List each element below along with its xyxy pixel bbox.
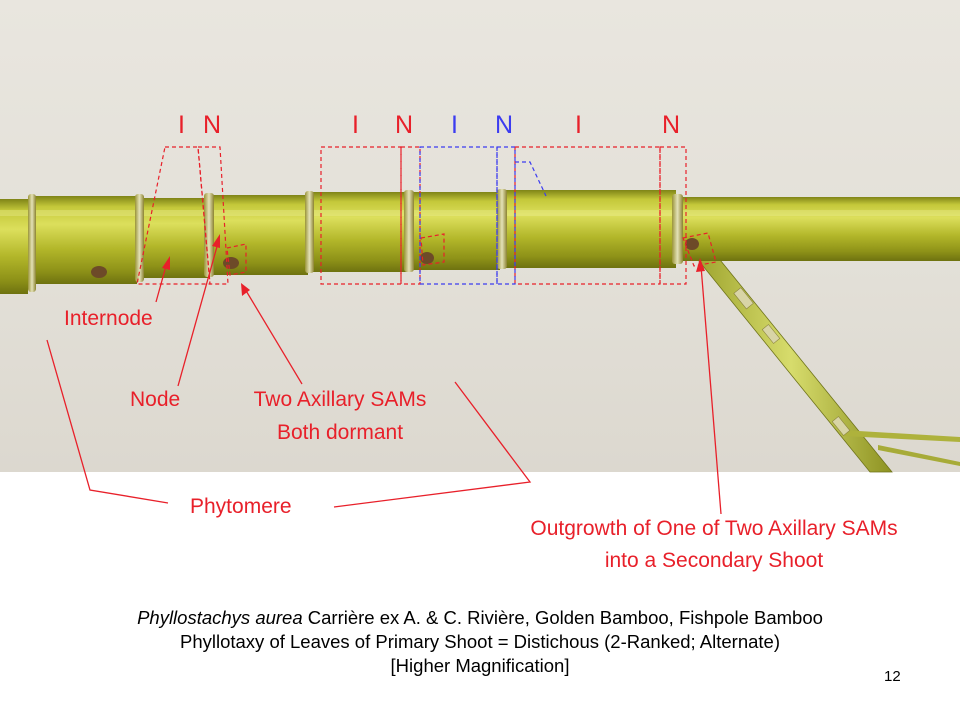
species-name: Phyllostachys aurea — [137, 607, 303, 628]
axillary-sams-label: Two Axillary SAMs — [253, 388, 427, 411]
segment-letter-node-2: N — [395, 111, 414, 139]
caption-line-species: Phyllostachys aurea Carrière ex A. & C. … — [137, 606, 823, 630]
axillary-sams-status-label: Both dormant — [276, 421, 404, 444]
slide-caption: Phyllostachys aurea Carrière ex A. & C. … — [137, 606, 823, 678]
arrowheads — [162, 234, 705, 296]
node-label: Node — [130, 388, 181, 411]
caption-line-phyllotaxy: Phyllotaxy of Leaves of Primary Shoot = … — [179, 631, 780, 652]
slide-number: 12 — [884, 668, 901, 685]
secondary-shoot — [689, 249, 960, 473]
pointer-lines — [46, 242, 722, 515]
segment-letter-node-3: N — [495, 111, 514, 139]
highlighted-phytomere-boxes — [419, 146, 547, 285]
segment-boxes — [136, 146, 717, 285]
internode-label: Internode — [64, 307, 153, 330]
segment-letter-node-4: N — [662, 111, 681, 139]
segment-letter-internode-3: I — [451, 111, 458, 139]
segment-letter-internode-1: I — [178, 111, 185, 139]
outgrowth-label: Outgrowth of One of Two Axillary SAMs — [530, 517, 898, 540]
segment-letter-internode-2: I — [352, 111, 359, 139]
secondary-shoot-label: into a Secondary Shoot — [604, 549, 824, 572]
caption-line-magnification: [Higher Magnification] — [390, 655, 570, 676]
primary-culm — [0, 190, 960, 294]
species-common-names: Carrière ex A. & C. Rivière, Golden Bamb… — [302, 607, 823, 628]
segment-letter-node-1: N — [203, 111, 222, 139]
phytomere-label: Phytomere — [190, 495, 292, 518]
culm-nodes — [28, 189, 683, 292]
segment-letter-internode-4: I — [575, 111, 582, 139]
